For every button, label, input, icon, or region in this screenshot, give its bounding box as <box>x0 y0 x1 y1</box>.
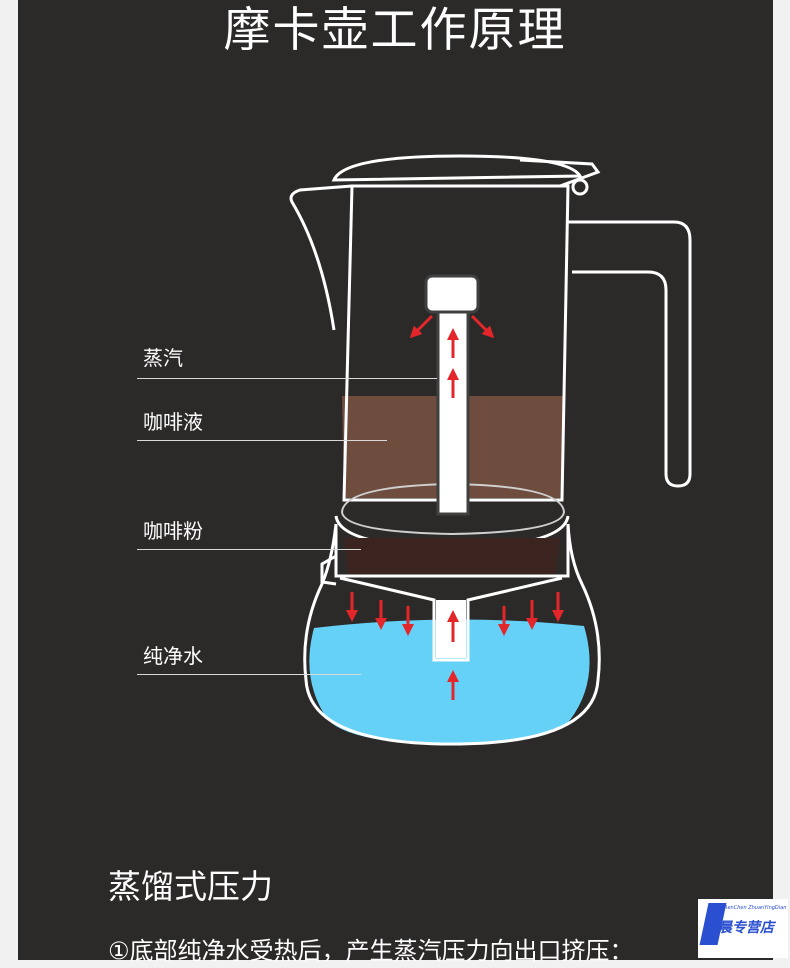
riser-cap <box>424 274 480 314</box>
upper-chamber <box>342 184 570 502</box>
leader-line-steam <box>137 378 437 379</box>
store-badge-text: 任晨专营店 <box>704 920 774 936</box>
step-1-text: ①底部纯净水受热后，产生蒸汽压力向出口挤压： <box>108 937 634 965</box>
label-coffee-powder: 咖啡粉 <box>143 519 203 543</box>
funnel-tube <box>436 600 466 658</box>
pot-spout <box>289 184 353 331</box>
lid-hinge-icon <box>571 178 589 196</box>
coffee-grounds <box>344 538 560 574</box>
leader-line-pure-water <box>137 674 361 675</box>
label-steam: 蒸汽 <box>143 346 183 370</box>
lower-chamber <box>303 523 601 746</box>
page-title: 摩卡壶工作原理 <box>223 3 567 58</box>
store-badge: RenChen ZhuanYingDian 任晨专营店 <box>698 899 788 958</box>
pressure-arrows <box>346 314 564 700</box>
store-badge-sub: RenChen ZhuanYingDian <box>724 905 787 911</box>
filter-plate <box>340 482 566 536</box>
arrow-steam-out-right <box>470 314 495 339</box>
funnel-left-wall <box>339 576 563 662</box>
leader-line-coffee-powder <box>137 549 361 550</box>
pot-lid <box>331 154 583 182</box>
leader-line-coffee-liquid <box>137 440 387 441</box>
pot-handle <box>568 220 692 488</box>
label-pure-water: 纯净水 <box>143 644 203 668</box>
section-title: 蒸馏式压力 <box>108 867 273 906</box>
arrow-steam-out-left <box>409 314 434 339</box>
grounds-basket <box>334 524 570 578</box>
label-coffee-liquid: 咖啡液 <box>143 410 203 434</box>
